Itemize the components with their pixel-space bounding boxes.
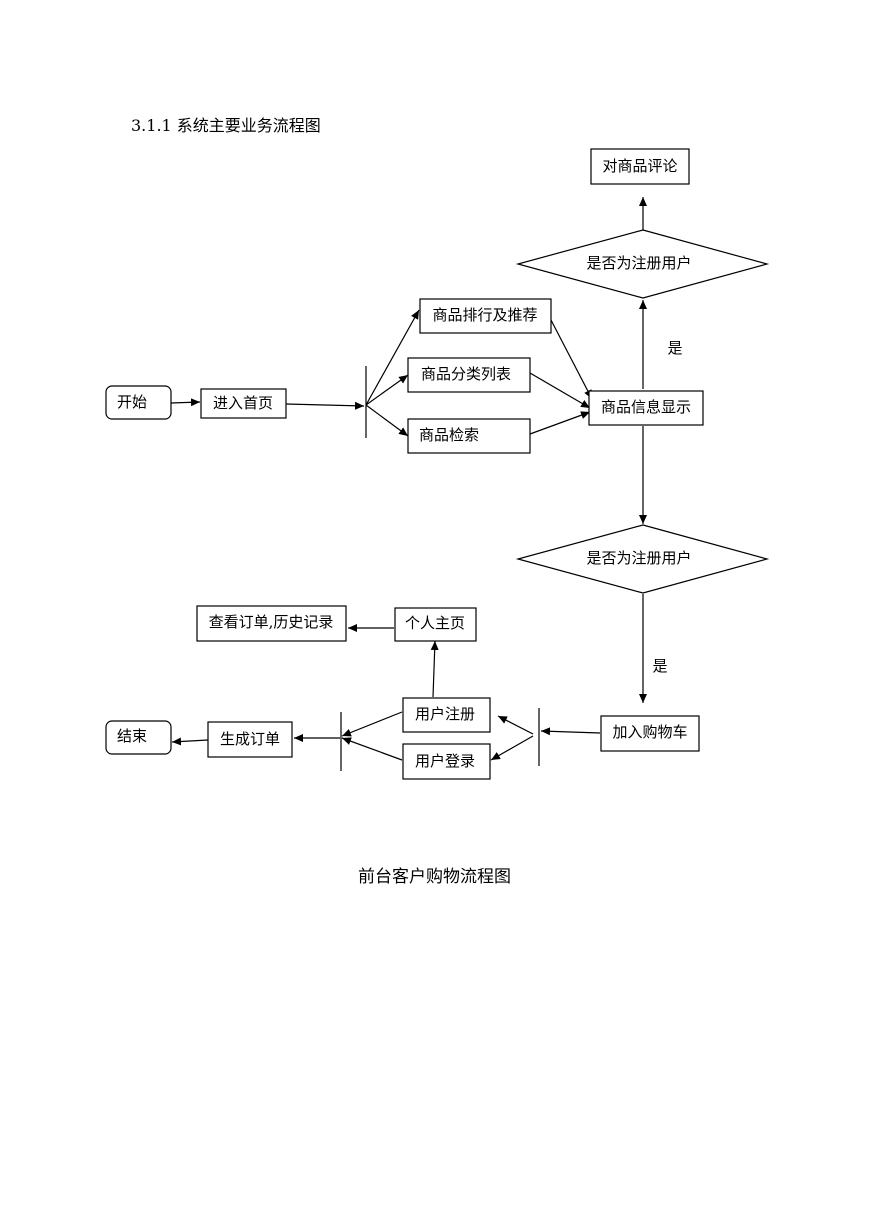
orders-history-node [196,605,347,642]
edge-start-home [170,398,201,407]
figure-caption: 前台客户购物流程图 [358,867,511,887]
yes-label-top: 是 [667,339,682,357]
home-label: 进入首页 [213,394,273,412]
comment-label: 对商品评论 [602,157,677,175]
ranking-node [419,298,552,334]
edge-register-merge [341,711,403,737]
register-label: 用户注册 [415,705,475,723]
profile-node [394,607,477,642]
comment-node [590,148,690,185]
edge-search-info [529,411,591,435]
create-order-label: 生成订单 [220,730,280,748]
login-label: 用户登录 [415,752,475,770]
category-node [407,357,531,393]
edge-cart-split [540,727,601,736]
product-info-label: 商品信息显示 [601,398,691,416]
end-node [105,720,172,755]
cart-label: 加入购物车 [612,723,687,741]
edge-register-profile [430,640,439,698]
orders-history-label: 查看订单,历史记录 [209,613,334,631]
ranking-label: 商品排行及推荐 [432,306,537,324]
create-order-node [207,721,293,758]
home-node [200,388,287,419]
edge-category-info [529,372,591,409]
edge-login-merge [341,737,403,761]
register-node [402,697,491,733]
edge-order-end [171,737,209,746]
cart-node [600,715,700,752]
login-node [402,743,491,780]
edge-home-split [285,401,365,410]
decision-top-node [515,229,770,299]
flow-edges [170,197,647,771]
edge-split-login [490,735,534,761]
decision-bottom-node [515,524,770,594]
edge-split-register [497,715,534,735]
start-node [105,385,172,420]
yes-label-bottom: 是 [652,657,667,675]
edge-split-ranking [365,309,420,406]
product-info-node [588,390,704,426]
search-node [407,418,531,454]
end-label: 结束 [117,727,147,745]
decision-bottom-label: 是否为注册用户 [586,549,691,567]
profile-label: 个人主页 [405,614,465,632]
start-label: 开始 [117,393,147,411]
edge-ranking-info [550,319,593,400]
decision-top-label: 是否为注册用户 [586,254,691,272]
edge-split-category [365,374,409,406]
search-label: 商品检索 [419,426,479,444]
section-heading: 3.1.1 系统主要业务流程图 [131,116,321,135]
edge-split-search [365,404,409,437]
category-label: 商品分类列表 [421,365,511,383]
